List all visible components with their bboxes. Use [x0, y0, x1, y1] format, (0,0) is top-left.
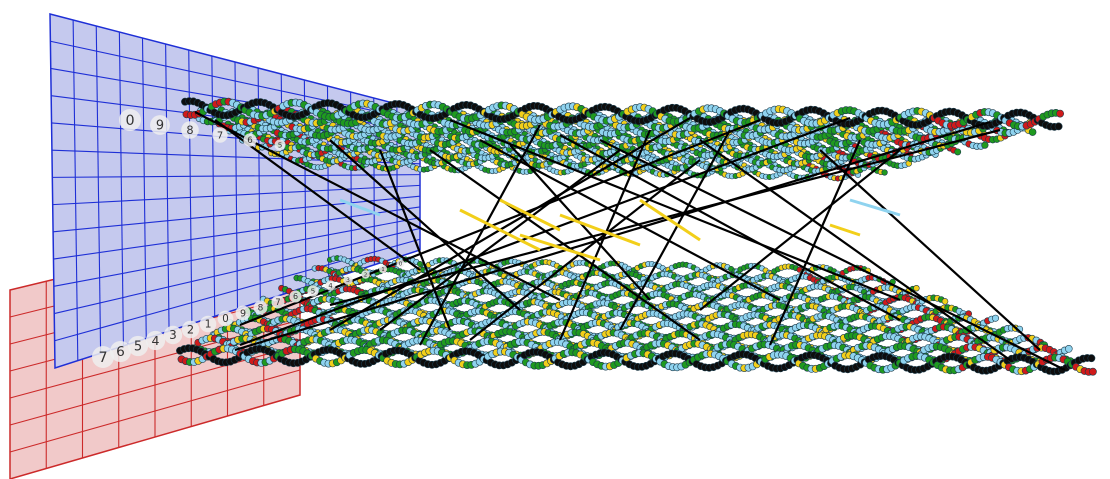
nucleotide	[941, 298, 949, 305]
nucleotide	[1054, 122, 1063, 131]
grid-line	[118, 31, 124, 346]
grid-line	[95, 25, 102, 354]
grid-line	[165, 43, 170, 332]
grid-line	[53, 217, 421, 287]
grid-line	[211, 55, 216, 317]
grid-line	[257, 67, 261, 302]
upper-helix-bundle	[181, 97, 1064, 182]
nucleotide	[881, 169, 888, 176]
nucleotide	[1028, 128, 1037, 136]
grid-line	[188, 49, 193, 324]
grid-line	[54, 227, 421, 315]
grid-line	[141, 37, 147, 339]
grid-line	[9, 369, 301, 453]
grid-line	[52, 184, 421, 206]
nucleotide	[981, 141, 989, 149]
grid-line	[72, 19, 79, 361]
grid-line	[54, 238, 421, 342]
grid-line	[53, 206, 421, 260]
nucleotide	[913, 285, 920, 292]
grid-line	[52, 174, 421, 178]
nucleotide	[1056, 109, 1064, 118]
grid-line	[53, 195, 421, 233]
nucleotide	[954, 148, 962, 156]
